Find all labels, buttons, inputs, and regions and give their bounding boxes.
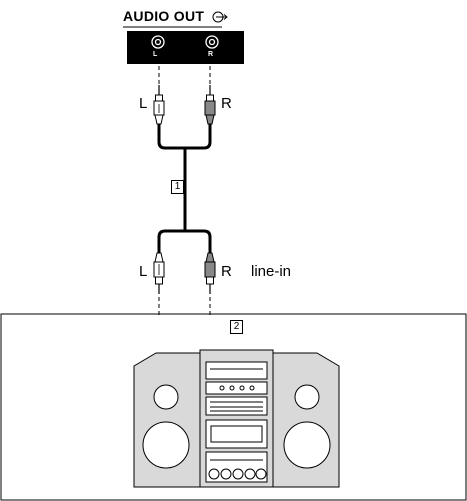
device-box	[0, 313, 467, 501]
top-right-plug-label: R	[221, 95, 232, 112]
device-item-number: 2	[230, 320, 243, 334]
audio-out-title: AUDIO OUT	[123, 8, 205, 24]
bottom-right-plug-label: R	[221, 263, 232, 280]
left-output-jack	[151, 35, 165, 49]
bottom-left-plug-label: L	[139, 263, 148, 280]
bottom-right-plug	[204, 252, 216, 294]
line-in-label: line-in	[251, 263, 292, 280]
output-arrow-icon	[212, 11, 228, 23]
cable	[157, 124, 212, 253]
bottom-left-plug	[153, 252, 165, 294]
right-jack-label: R	[208, 51, 214, 58]
audio-out-panel	[127, 31, 244, 64]
top-right-plug	[204, 85, 216, 125]
right-output-jack	[205, 35, 219, 49]
cable-item-number: 1	[171, 180, 184, 194]
left-jack-label: L	[153, 51, 158, 58]
top-left-plug-label: L	[139, 95, 148, 112]
stereo-icon	[133, 349, 340, 488]
top-left-plug	[153, 85, 165, 125]
